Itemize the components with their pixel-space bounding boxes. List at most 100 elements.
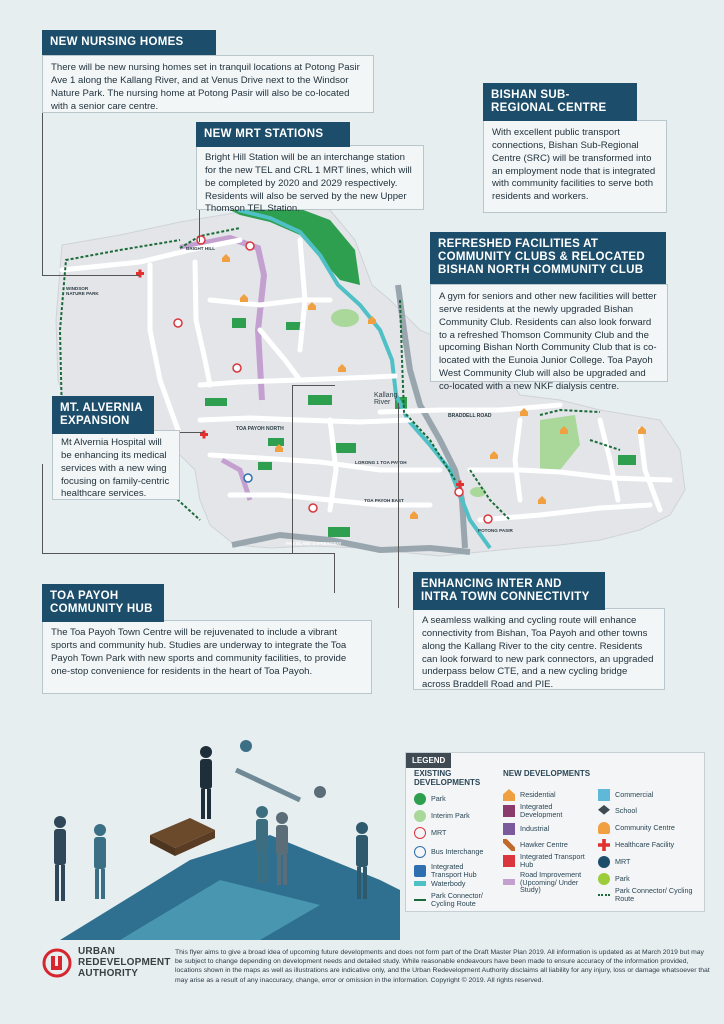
panel-bishan-src: With excellent public transport connecti… — [483, 120, 667, 213]
park-connectors — [58, 227, 621, 521]
panel-mrt-stations: Bright Hill Station will be an interchan… — [196, 145, 424, 214]
panel-nursing-homes: There will be new nursing homes set in t… — [42, 55, 374, 113]
bus-icon — [414, 846, 426, 858]
person-figure — [200, 746, 212, 819]
mrt-marker — [308, 503, 318, 513]
connector-icon — [414, 898, 426, 901]
ura-logo: URBAN REDEVELOPMENT AUTHORITY — [42, 946, 171, 979]
park-patch — [258, 462, 272, 470]
legend-item: Integrated Transport Hub — [414, 863, 494, 878]
road-improvement-icon — [503, 879, 515, 886]
legend-item: Waterbody — [414, 880, 466, 888]
leader-line — [334, 553, 335, 593]
interim-park — [331, 309, 359, 327]
legend-item: Park — [414, 793, 446, 805]
seesaw — [234, 767, 302, 803]
road-improvement — [179, 234, 268, 401]
panel-connectivity: A seamless walking and cycling route wil… — [413, 608, 665, 690]
leader-line — [292, 385, 335, 554]
legend-item: Park — [598, 873, 630, 885]
map-label-lorong: LORONG 1 TOA PAYOH — [355, 460, 407, 465]
park-patch — [308, 395, 332, 405]
legend-item: Commercial — [598, 789, 653, 801]
connectivity-title: ENHANCING INTER AND INTRA TOWN CONNECTIV… — [413, 572, 605, 611]
park-patch — [205, 398, 227, 406]
transport-hub-icon — [414, 864, 426, 877]
nursing-homes-title: NEW NURSING HOMES — [42, 30, 216, 56]
panel-community-clubs: A gym for seniors and other new faciliti… — [430, 284, 668, 392]
disclaimer: This flyer aims to give a broad idea of … — [175, 949, 710, 984]
healthcare-icon — [598, 839, 610, 851]
northern-park — [220, 205, 360, 285]
commercial-icon — [598, 789, 610, 801]
integrated-dev-icon — [503, 804, 515, 817]
mrt-marker — [173, 318, 183, 328]
legend-item: Integrated Development — [503, 803, 593, 818]
legend-item: Park Connector/ Cycling Route — [414, 892, 496, 907]
mt-alvernia-body: Mt Alvernia Hospital will be enhancing i… — [61, 437, 170, 500]
mrt-marker — [454, 487, 464, 497]
new-park-icon — [598, 873, 610, 885]
bishan-src-body: With excellent public transport connecti… — [492, 127, 656, 203]
panel-community-hub: The Toa Payoh Town Centre will be rejuve… — [42, 620, 372, 694]
leader-line — [42, 113, 139, 276]
legend-new-heading: NEW DEVELOPMENTS — [503, 769, 591, 778]
seesaw-figure — [314, 786, 326, 798]
mrt-stations-body: Bright Hill Station will be an interchan… — [205, 152, 412, 215]
ura-logo-icon — [42, 948, 72, 977]
leader-line — [42, 464, 43, 554]
legend-title: LEGEND — [406, 753, 452, 768]
person-figure — [256, 806, 268, 883]
legend-item: MRT — [598, 856, 630, 868]
leader-line — [42, 553, 334, 554]
community-clubs-title: REFRESHED FACILITIES AT COMMUNITY CLUBS … — [430, 232, 666, 284]
park-patch — [336, 443, 356, 453]
community-centre-icon — [598, 822, 610, 834]
planter-box — [175, 830, 215, 856]
road-network — [59, 237, 673, 523]
map-label-pan-island: PAN ISLAND EXPRESSWAY — [286, 541, 342, 546]
mrt-marker — [245, 241, 255, 251]
legend-item: Residential — [503, 789, 556, 801]
mrt-icon — [414, 827, 426, 839]
legend-item: MRT — [414, 827, 446, 839]
park-patch — [232, 318, 246, 328]
panel-mt-alvernia: Mt Alvernia Hospital will be enhancing i… — [52, 430, 180, 500]
map-label-braddell-road: BRADDELL ROAD — [448, 413, 492, 419]
seesaw-figure — [240, 740, 252, 752]
map-label-toa-payoh-north: TOA PAYOH NORTH — [236, 426, 284, 432]
mrt-marker — [232, 363, 242, 373]
planter-box — [150, 818, 215, 848]
person-figure — [356, 822, 368, 899]
park-icon — [414, 793, 426, 805]
person-figure — [94, 824, 106, 899]
park-patch — [286, 322, 304, 330]
residential-icon — [503, 789, 515, 801]
mrt-marker — [483, 514, 493, 524]
planter-box — [150, 835, 175, 856]
interim-park-icon — [414, 810, 426, 822]
connectivity-body: A seamless walking and cycling route wil… — [422, 615, 654, 691]
industrial-icon — [503, 823, 515, 835]
waterbody-icon — [414, 881, 426, 887]
new-connector-icon — [598, 893, 610, 896]
map-label-windsor: WINDSOR NATURE PARK — [66, 286, 99, 296]
map-label-toa-payoh-east: TOA PAYOH EAST — [364, 498, 404, 503]
legend-item: Healthcare Facility — [598, 839, 674, 851]
map-label-bright-hill: BRIGHT HILL — [186, 246, 216, 251]
new-transport-hub-icon — [503, 854, 515, 867]
leader-line — [180, 432, 204, 433]
walkway-stripe — [120, 880, 320, 940]
expressway-pie — [231, 531, 471, 555]
orange-markers — [222, 254, 646, 519]
map-label-potong-pasir: POTONG PASIR — [478, 528, 513, 533]
legend-item: Park Connector/ Cycling Route — [598, 887, 698, 902]
new-mrt-icon — [598, 856, 610, 868]
bishan-src-title: BISHAN SUB-REGIONAL CENTRE — [483, 83, 637, 122]
park-patch — [618, 455, 636, 465]
mrt-stations-title: NEW MRT STATIONS — [196, 122, 350, 148]
mt-alvernia-title: MT. ALVERNIA EXPANSION — [52, 396, 154, 435]
ura-logo-text: URBAN REDEVELOPMENT AUTHORITY — [78, 946, 171, 979]
school-icon — [598, 805, 610, 815]
